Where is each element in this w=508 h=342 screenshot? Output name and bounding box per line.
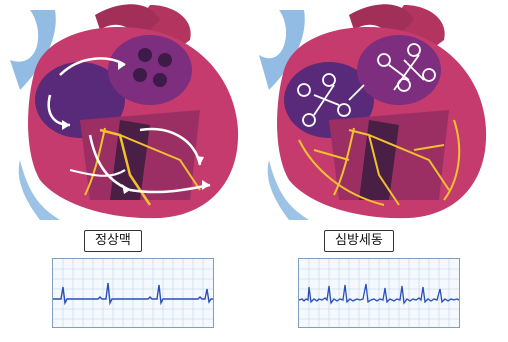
ecg-grid [299, 259, 459, 327]
heart-fibrillation-illustration [254, 0, 508, 228]
panel-fibrillation: 심방세동 [254, 0, 508, 342]
rhythm-label-fibrillation: 심방세동 [324, 230, 394, 252]
rhythm-label-normal: 정상맥 [84, 230, 142, 252]
ecg-strip-fibrillation [298, 258, 460, 328]
panel-normal: 정상맥 [0, 0, 254, 342]
ecg-fibrillation-svg [299, 259, 459, 327]
heart-normal-illustration [0, 0, 254, 228]
ecg-strip-normal [52, 258, 214, 328]
ecg-grid [53, 259, 213, 327]
ecg-normal-svg [53, 259, 213, 327]
